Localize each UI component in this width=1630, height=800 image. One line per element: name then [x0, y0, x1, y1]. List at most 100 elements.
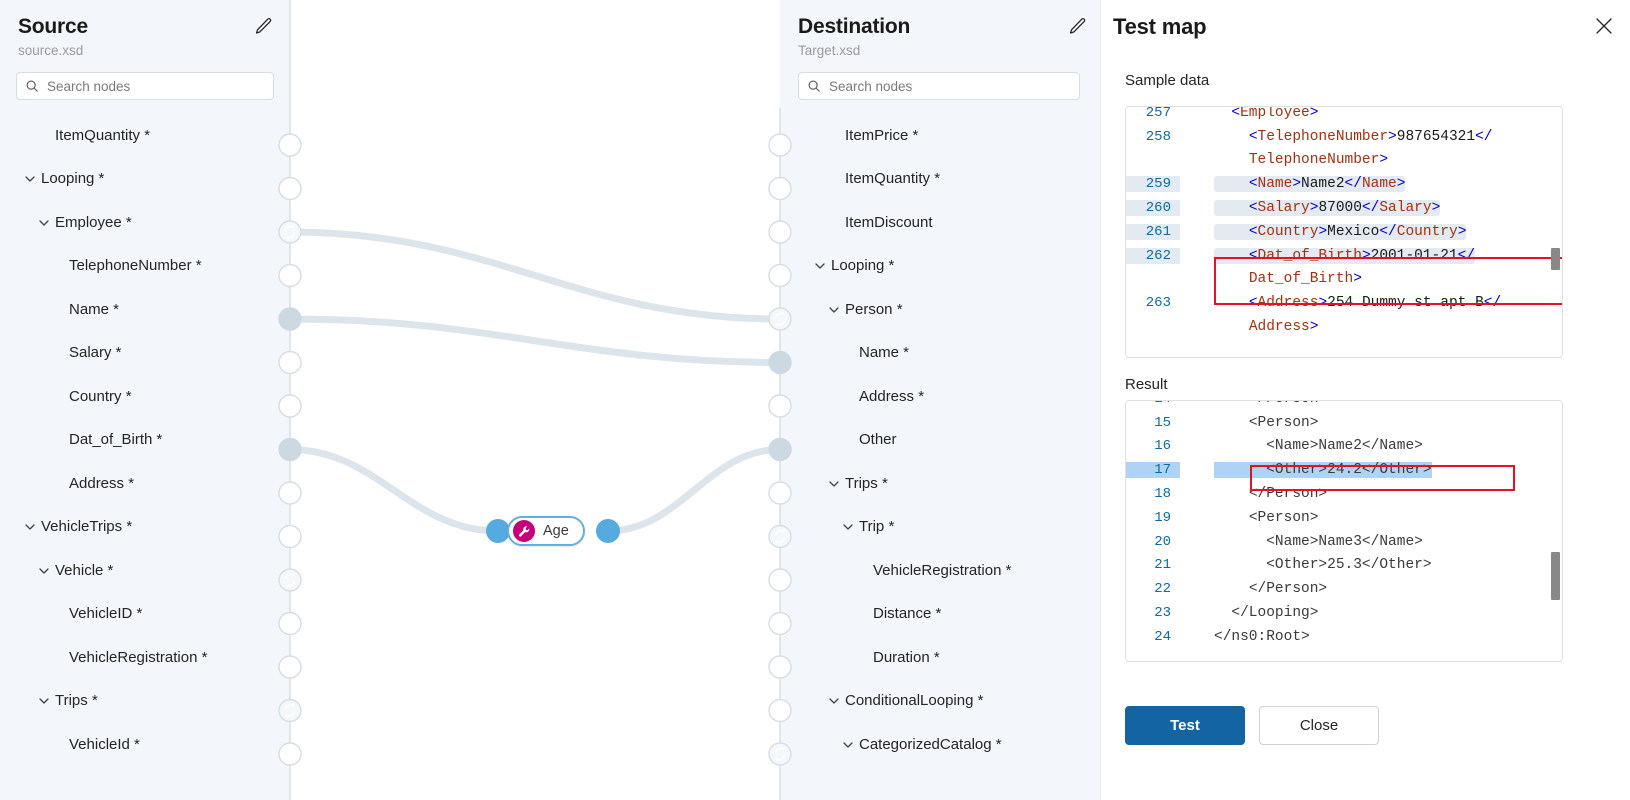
close-button[interactable]: Close	[1259, 706, 1379, 745]
tree-node-itemquantity[interactable]: ItemQuantity *	[0, 114, 290, 158]
function-node-age[interactable]: Age	[507, 516, 585, 546]
tree-node-distance[interactable]: Distance *	[780, 593, 1100, 637]
source-search-box[interactable]	[16, 72, 274, 100]
test-map-panel: Test map Sample data 257 <Employee>258 <…	[1100, 0, 1630, 800]
code-text: <Address>254 Dummy st apt B</	[1208, 295, 1562, 311]
tree-node-employee[interactable]: Employee *	[0, 201, 290, 245]
pencil-icon[interactable]	[252, 16, 274, 38]
tree-node-vehicleid[interactable]: VehicleID *	[0, 593, 290, 637]
tree-node-country[interactable]: Country *	[0, 375, 290, 419]
chevron-down-icon[interactable]	[826, 693, 842, 709]
code-text: <Other>24.2</Other>	[1208, 462, 1562, 479]
result-code-box[interactable]: 14 </Person>15 <Person>16 <Name>Name2</N…	[1125, 400, 1563, 662]
destination-panel-header: Destination Target.xsd	[780, 0, 1100, 60]
chevron-down-icon[interactable]	[826, 302, 842, 318]
code-token: Name2	[1301, 176, 1345, 193]
tree-node-itemdiscount[interactable]: ItemDiscount	[780, 201, 1100, 245]
mapping-canvas[interactable]	[290, 0, 780, 800]
tree-node-name[interactable]: Name *	[0, 288, 290, 332]
chevron-down-icon[interactable]	[812, 258, 828, 274]
chevron-down-icon[interactable]	[826, 476, 842, 492]
chevron-down-icon[interactable]	[840, 519, 856, 535]
code-line: 259 <Name>Name2</Name>	[1126, 172, 1562, 196]
chevron-down-icon[interactable]	[36, 215, 52, 231]
chevron-down-icon[interactable]	[36, 563, 52, 579]
tree-node-trips[interactable]: Trips *	[780, 462, 1100, 506]
tree-node-address[interactable]: Address *	[0, 462, 290, 506]
code-token: </Person>	[1249, 401, 1327, 407]
result-scrollbar-thumb[interactable]	[1551, 552, 1560, 600]
line-number: 261	[1126, 223, 1180, 240]
tree-node-itemquantity[interactable]: ItemQuantity *	[780, 158, 1100, 202]
test-button[interactable]: Test	[1125, 706, 1245, 745]
code-line: Dat_of_Birth>	[1126, 268, 1562, 292]
code-line: 257 <Employee>	[1126, 106, 1562, 125]
sample-scrollbar[interactable]	[1550, 108, 1561, 356]
tree-node-vehicletrips[interactable]: VehicleTrips *	[0, 506, 290, 550]
function-node-label: Age	[543, 523, 569, 539]
tree-node-conditionallooping[interactable]: ConditionalLooping *	[780, 680, 1100, 724]
code-text: </ns0:Root>	[1208, 629, 1562, 645]
code-token: Salary	[1379, 200, 1432, 217]
tree-node-trip[interactable]: Trip *	[780, 506, 1100, 550]
code-text: </Looping>	[1208, 605, 1562, 621]
tree-node-label: VehicleRegistration *	[69, 648, 208, 666]
close-icon[interactable]	[1592, 14, 1616, 38]
tree-node-categorizedcatalog[interactable]: CategorizedCatalog *	[780, 723, 1100, 767]
code-line: TelephoneNumber>	[1126, 149, 1562, 173]
destination-search-input[interactable]	[829, 78, 1071, 94]
chevron-down-icon[interactable]	[36, 693, 52, 709]
tree-node-vehicleregistration[interactable]: VehicleRegistration *	[780, 549, 1100, 593]
tree-node-label: ItemDiscount	[845, 213, 933, 231]
code-token: 254 Dummy st apt B	[1327, 295, 1484, 312]
chevron-down-icon[interactable]	[22, 171, 38, 187]
tree-node-looping[interactable]: Looping *	[780, 245, 1100, 289]
line-number: 23	[1154, 605, 1171, 622]
source-search-input[interactable]	[47, 78, 265, 94]
code-token: >	[1309, 200, 1319, 217]
tree-node-vehicleregistration[interactable]: VehicleRegistration *	[0, 636, 290, 680]
chevron-down-icon[interactable]	[22, 519, 38, 535]
tree-node-duration[interactable]: Duration *	[780, 636, 1100, 680]
tree-node-trips[interactable]: Trips *	[0, 680, 290, 724]
code-token: </	[1361, 200, 1380, 217]
tree-node-person[interactable]: Person *	[780, 288, 1100, 332]
tree-node-address[interactable]: Address *	[780, 375, 1100, 419]
tree-node-other[interactable]: Other	[780, 419, 1100, 463]
tree-node-vehicleid[interactable]: VehicleId *	[0, 723, 290, 767]
code-token: Dat_of_Birth	[1248, 271, 1354, 288]
tree-node-itemprice[interactable]: ItemPrice *	[780, 114, 1100, 158]
line-number: 257	[1145, 106, 1171, 121]
wrench-icon	[513, 520, 535, 542]
tree-node-datofbirth[interactable]: Dat_of_Birth *	[0, 419, 290, 463]
pencil-icon[interactable]	[1066, 16, 1088, 38]
code-token: >	[1292, 176, 1302, 193]
code-text: <Name>Name3</Name>	[1208, 534, 1562, 550]
tree-node-label: VehicleTrips *	[41, 518, 133, 536]
tree-node-telephonenumber[interactable]: TelephoneNumber *	[0, 245, 290, 289]
result-scrollbar[interactable]	[1550, 402, 1561, 660]
tree-node-salary[interactable]: Salary *	[0, 332, 290, 376]
code-token: Address	[1257, 295, 1319, 312]
tree-node-label: TelephoneNumber *	[69, 257, 202, 275]
code-text: Dat_of_Birth>	[1208, 271, 1562, 287]
code-line: 17 <Other>24.2</Other>	[1126, 458, 1562, 482]
code-token: <Other>25.3</Other>	[1266, 557, 1432, 574]
tree-node-vehicle[interactable]: Vehicle *	[0, 549, 290, 593]
line-number: 24	[1154, 628, 1171, 645]
tree-node-name[interactable]: Name *	[780, 332, 1100, 376]
code-line: 263 <Address>254 Dummy st apt B</	[1126, 291, 1562, 315]
sample-scrollbar-thumb[interactable]	[1551, 248, 1560, 270]
tree-node-label: Name *	[69, 300, 120, 318]
code-token: Country	[1257, 223, 1319, 240]
code-line: 261 <Country>Mexico</Country>	[1126, 220, 1562, 244]
tree-node-label: Vehicle *	[55, 561, 114, 579]
destination-search-box[interactable]	[798, 72, 1080, 100]
sample-data-code-box[interactable]: 257 <Employee>258 <TelephoneNumber>98765…	[1125, 106, 1563, 358]
code-token: <Name>Name2</Name>	[1266, 438, 1423, 455]
chevron-down-icon[interactable]	[840, 737, 856, 753]
tree-node-looping[interactable]: Looping *	[0, 158, 290, 202]
line-number: 263	[1145, 295, 1171, 312]
code-line: 23 </Looping>	[1126, 601, 1562, 625]
